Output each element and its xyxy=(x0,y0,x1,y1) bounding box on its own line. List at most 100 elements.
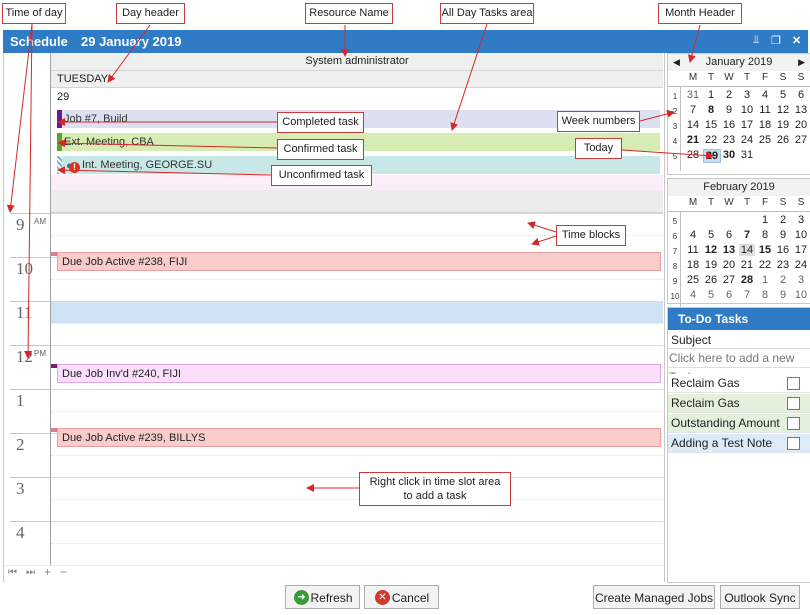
todo-column-subject[interactable]: Subject xyxy=(668,331,810,349)
todo-checkbox[interactable] xyxy=(787,417,800,430)
todo-checkbox[interactable] xyxy=(787,437,800,450)
calendar-day[interactable]: 4 xyxy=(685,229,701,241)
calendar-day[interactable]: 31 xyxy=(739,149,755,161)
calendar-day[interactable]: 28 xyxy=(739,274,755,286)
calendar-day[interactable]: 8 xyxy=(757,229,773,241)
calendar-day[interactable]: 14 xyxy=(739,244,755,256)
calendar-day[interactable]: 22 xyxy=(757,259,773,271)
calendar-day[interactable]: 23 xyxy=(721,134,737,146)
calendar-day[interactable]: 13 xyxy=(793,104,809,116)
calendar-day[interactable]: 10 xyxy=(739,104,755,116)
calendar-day[interactable]: 13 xyxy=(721,244,737,256)
cancel-button[interactable]: ✕ Cancel xyxy=(364,585,439,609)
calendar-day[interactable]: 2 xyxy=(775,214,791,226)
event-due-job-240[interactable]: Due Job Inv'd #240, FIJI xyxy=(57,364,661,383)
calendar-day[interactable]: 7 xyxy=(739,229,755,241)
calendar-day[interactable]: 2 xyxy=(775,274,791,286)
minus-icon[interactable]: − xyxy=(60,565,67,579)
calendar-day[interactable]: 3 xyxy=(739,89,755,101)
calendar-day-today[interactable]: 29 xyxy=(703,149,721,163)
calendar-day[interactable]: 5 xyxy=(703,229,719,241)
todo-add-row[interactable]: Click here to add a new Task xyxy=(668,349,810,368)
calendar-day[interactable]: 15 xyxy=(757,244,773,256)
calendar-day[interactable]: 17 xyxy=(793,244,809,256)
outlook-sync-button[interactable]: Outlook Sync xyxy=(720,585,800,609)
calendar-day[interactable]: 9 xyxy=(775,229,791,241)
calendar-day[interactable]: 8 xyxy=(757,289,773,301)
calendar-day[interactable]: 25 xyxy=(685,274,701,286)
calendar-day[interactable]: 26 xyxy=(775,134,791,146)
calendar-day[interactable]: 31 xyxy=(685,89,701,101)
create-managed-jobs-button[interactable]: Create Managed Jobs xyxy=(593,585,715,609)
prev-month-icon[interactable]: ◀ xyxy=(673,54,680,71)
calendar-february[interactable]: February 2019 MTWTFSS 512364567891071112… xyxy=(667,178,810,304)
calendar-day[interactable]: 9 xyxy=(721,104,737,116)
calendar-day[interactable]: 1 xyxy=(757,214,773,226)
calendar-day[interactable]: 10 xyxy=(793,289,809,301)
calendar-day[interactable]: 7 xyxy=(739,289,755,301)
event-due-job-239[interactable]: Due Job Active #239, BILLYS xyxy=(57,428,661,447)
calendar-day[interactable]: 25 xyxy=(757,134,773,146)
calendar-day[interactable]: 11 xyxy=(757,104,773,116)
todo-item[interactable]: Reclaim Gas xyxy=(668,374,810,393)
calendar-day[interactable]: 24 xyxy=(793,259,809,271)
calendar-day[interactable]: 16 xyxy=(721,119,737,131)
first-icon[interactable]: ⏮ xyxy=(8,567,17,578)
calendar-day[interactable]: 21 xyxy=(739,259,755,271)
calendar-day[interactable]: 27 xyxy=(721,274,737,286)
calendar-day[interactable]: 3 xyxy=(793,274,809,286)
calendar-day[interactable]: 24 xyxy=(739,134,755,146)
calendar-day[interactable]: 3 xyxy=(793,214,809,226)
calendar-day[interactable]: 6 xyxy=(721,229,737,241)
calendar-day[interactable]: 27 xyxy=(793,134,809,146)
restore-icon[interactable]: ❐ xyxy=(771,34,781,47)
calendar-day[interactable]: 11 xyxy=(685,244,701,256)
close-icon[interactable]: ✕ xyxy=(792,34,801,47)
calendar-day[interactable]: 6 xyxy=(793,89,809,101)
calendar-day[interactable]: 6 xyxy=(721,289,737,301)
calendar-day[interactable]: 21 xyxy=(685,134,701,146)
calendar-day[interactable]: 14 xyxy=(685,119,701,131)
calendar-day[interactable]: 10 xyxy=(793,229,809,241)
calendar-day[interactable]: 20 xyxy=(793,119,809,131)
calendar-day[interactable]: 26 xyxy=(703,274,719,286)
calendar-day[interactable]: 1 xyxy=(703,89,719,101)
plus-icon[interactable]: + xyxy=(44,565,51,579)
calendar-day[interactable]: 5 xyxy=(703,289,719,301)
calendar-day[interactable]: 28 xyxy=(685,149,701,161)
next-month-icon[interactable]: ▶ xyxy=(798,54,805,71)
todo-checkbox[interactable] xyxy=(787,377,800,390)
refresh-button[interactable]: ➜ Refresh xyxy=(285,585,360,609)
calendar-day[interactable]: 9 xyxy=(775,289,791,301)
calendar-day[interactable]: 4 xyxy=(685,289,701,301)
calendar-january[interactable]: ◀ January 2019 ▶ MTWTFSS 131123456278910… xyxy=(667,53,810,175)
event-due-job-238[interactable]: Due Job Active #238, FIJI xyxy=(57,252,661,271)
calendar-day[interactable]: 12 xyxy=(703,244,719,256)
calendar-day[interactable]: 30 xyxy=(721,149,737,161)
todo-item[interactable]: Reclaim Gas xyxy=(668,394,810,413)
last-icon[interactable]: ⏭ xyxy=(26,567,35,578)
calendar-day[interactable]: 20 xyxy=(721,259,737,271)
todo-checkbox[interactable] xyxy=(787,397,800,410)
calendar-day[interactable]: 19 xyxy=(703,259,719,271)
calendar-day[interactable]: 12 xyxy=(775,104,791,116)
calendar-day[interactable]: 8 xyxy=(703,104,719,116)
calendar-day[interactable]: 22 xyxy=(703,134,719,146)
calendar-day[interactable]: 18 xyxy=(685,259,701,271)
resource-header[interactable]: System administrator xyxy=(51,53,663,71)
calendar-day[interactable]: 1 xyxy=(757,274,773,286)
calendar-day[interactable]: 18 xyxy=(757,119,773,131)
todo-item[interactable]: Outstanding Amount xyxy=(668,414,810,433)
calendar-day[interactable]: 5 xyxy=(775,89,791,101)
pin-icon[interactable]: ⫫ xyxy=(753,34,759,47)
calendar-day[interactable]: 4 xyxy=(757,89,773,101)
time-slot-selected[interactable] xyxy=(51,301,663,323)
day-header[interactable]: TUESDAY xyxy=(51,71,663,88)
calendar-day[interactable]: 16 xyxy=(775,244,791,256)
todo-item[interactable]: Adding a Test Note xyxy=(668,434,810,453)
calendar-day[interactable]: 7 xyxy=(685,104,701,116)
calendar-day[interactable]: 19 xyxy=(775,119,791,131)
calendar-day[interactable]: 23 xyxy=(775,259,791,271)
calendar-day[interactable]: 17 xyxy=(739,119,755,131)
calendar-day[interactable]: 2 xyxy=(721,89,737,101)
